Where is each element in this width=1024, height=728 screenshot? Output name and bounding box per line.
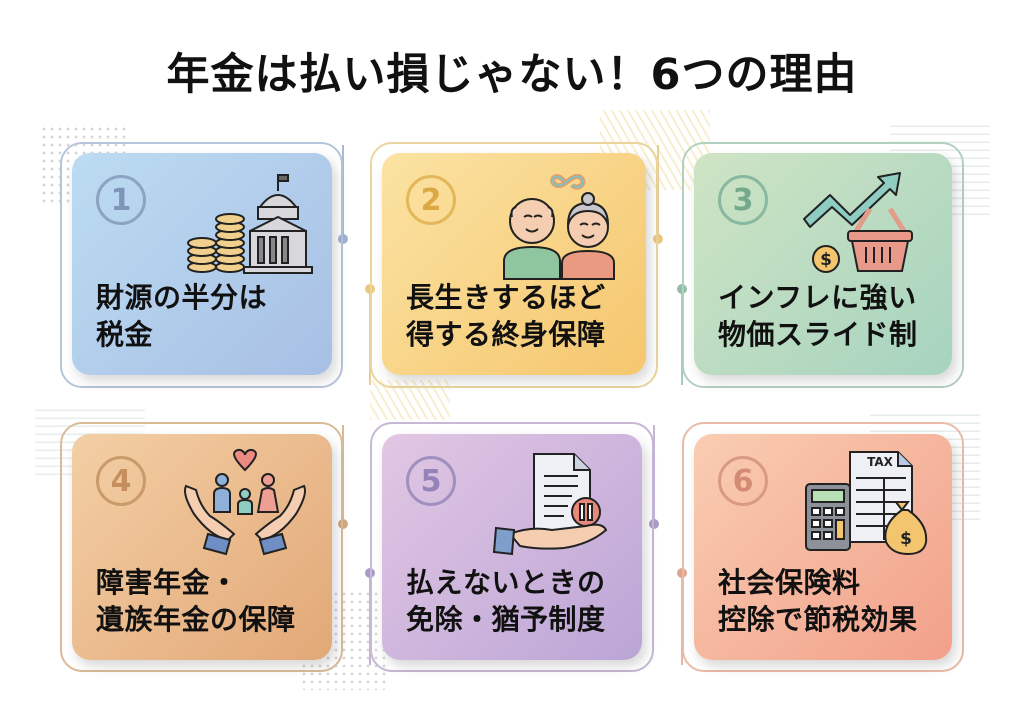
reason-card-1: 1 財源の半分は 税金 bbox=[72, 153, 332, 375]
connector-dot bbox=[649, 519, 659, 529]
elderly-couple-infinity-icon bbox=[503, 173, 615, 280]
inflation-chart-basket-icon: $ bbox=[803, 172, 913, 273]
connector-dot bbox=[338, 234, 348, 244]
card-frame bbox=[682, 142, 964, 388]
reason-card-5: 5 払えないときの 免除・猶予制度 bbox=[382, 434, 642, 660]
connector-line bbox=[653, 425, 655, 520]
svg-text:TAX: TAX bbox=[867, 455, 894, 469]
number-badge: 4 bbox=[96, 456, 146, 506]
number-badge: 3 bbox=[718, 175, 768, 225]
number-badge: 2 bbox=[406, 175, 456, 225]
reason-label: 長生きするほど 得する終身保障 bbox=[406, 281, 606, 351]
card-frame bbox=[60, 142, 343, 388]
reason-card-2: 2 長生きするほど 得する終身保障 bbox=[382, 153, 646, 375]
tax-calculator-moneybag-icon: TAX $ bbox=[805, 451, 928, 556]
connector-dot bbox=[338, 519, 348, 529]
reason-label: 財源の半分は 税金 bbox=[96, 281, 268, 351]
svg-text:$: $ bbox=[820, 250, 832, 270]
reason-label: 障害年金・ 遺族年金の保障 bbox=[96, 566, 296, 636]
family-hands-heart-icon bbox=[184, 448, 306, 556]
number-badge: 5 bbox=[406, 456, 456, 506]
number-badge: 6 bbox=[718, 456, 768, 506]
page-title: 年金は払い損じゃない！6つの理由 bbox=[166, 50, 858, 100]
svg-text:$: $ bbox=[900, 529, 912, 549]
reason-label: 払えないときの 免除・猶予制度 bbox=[406, 566, 606, 636]
number-badge: 1 bbox=[96, 175, 146, 225]
card-frame bbox=[60, 422, 343, 672]
reason-card-6: 6 TAX $ 社会保険料 控除で節税効果 bbox=[694, 434, 952, 660]
connector-line bbox=[342, 145, 344, 235]
reason-label: 社会保険料 控除で節税効果 bbox=[718, 566, 918, 636]
document-pause-hand-icon bbox=[492, 453, 608, 556]
card-frame bbox=[370, 422, 654, 672]
government-building-coins-icon bbox=[187, 174, 313, 274]
connector-line bbox=[342, 425, 344, 520]
reason-card-4: 4 障害年金・ 遺族年金の保障 bbox=[72, 434, 332, 660]
reason-label: インフレに強い 物価スライド制 bbox=[718, 281, 918, 351]
reason-card-3: 3 $ インフレに強い 物価スライド制 bbox=[694, 153, 952, 375]
card-frame bbox=[370, 142, 658, 388]
card-frame bbox=[682, 422, 964, 672]
connector-dot bbox=[653, 234, 663, 244]
connector-line bbox=[657, 145, 659, 235]
